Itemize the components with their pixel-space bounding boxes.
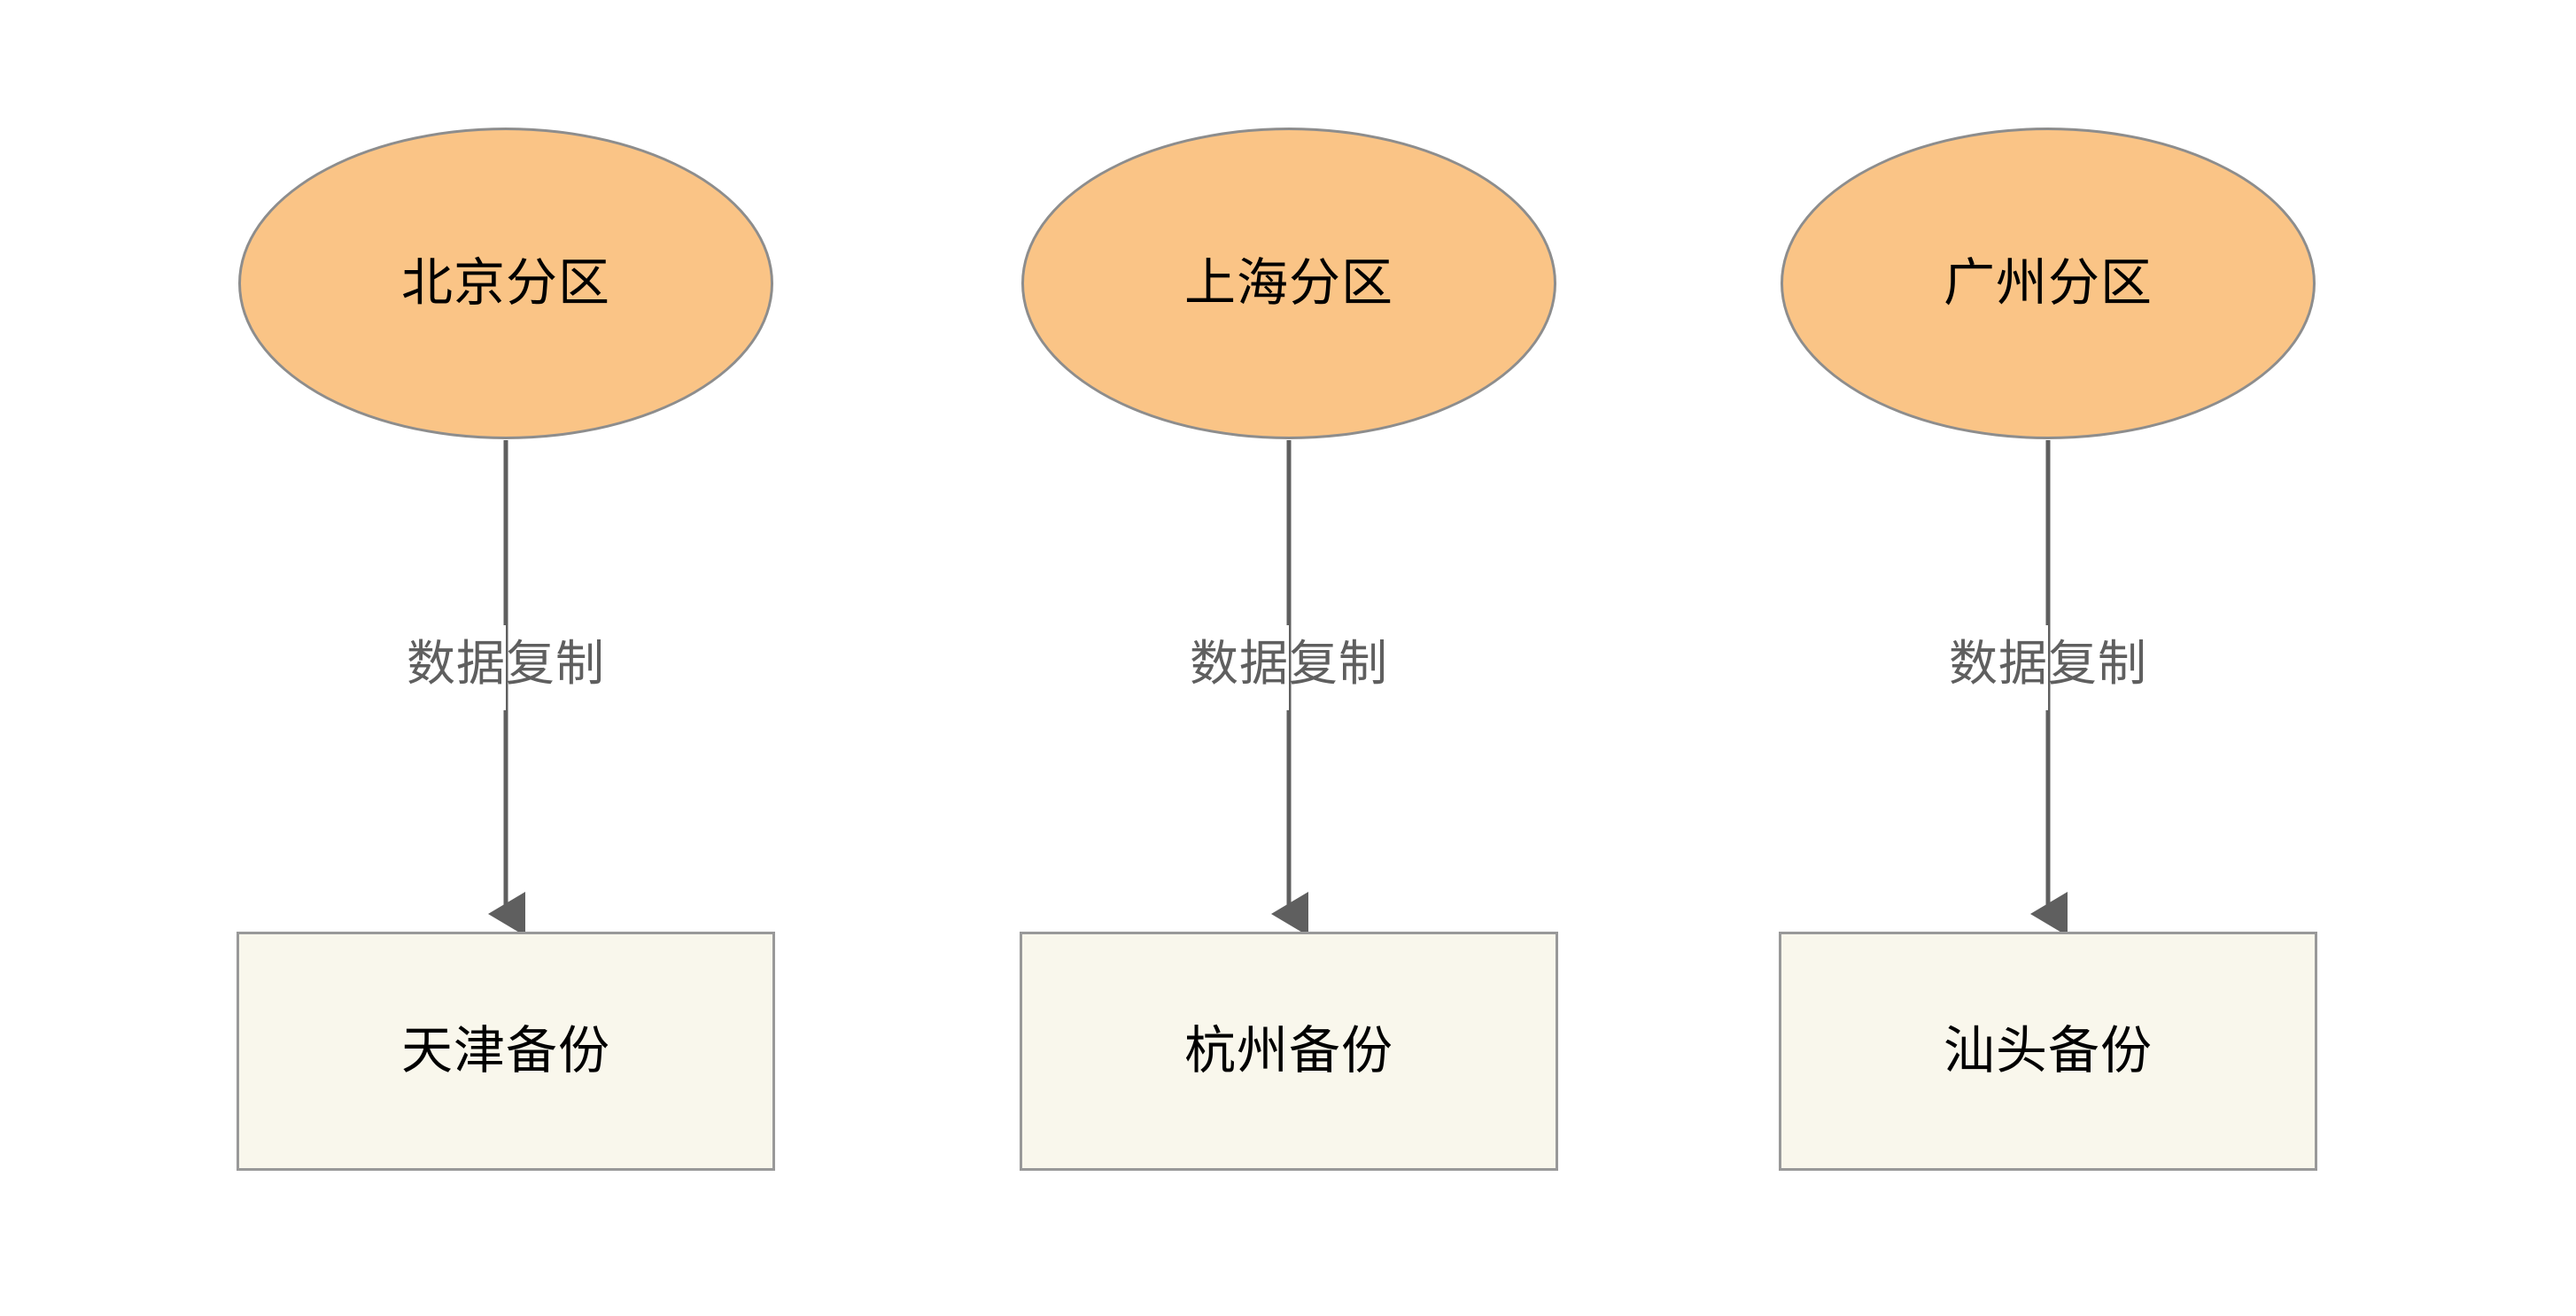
- edge-label-backdrop-left: [299, 625, 506, 710]
- node-source-guangzhou[interactable]: 广州分区: [1781, 128, 2316, 439]
- node-label-shanghai: 上海分区: [1183, 254, 1393, 312]
- edge-label-beijing-tianjin: 数据复制: [406, 636, 606, 691]
- edge-label-backdrop-right: [2051, 625, 2257, 710]
- edge-label-shanghai-hangzhou: 数据复制: [1189, 636, 1389, 691]
- edge-label-backdrop-right: [1292, 625, 1498, 710]
- node-target-hangzhou[interactable]: 杭州备份: [1020, 932, 1558, 1171]
- flow-column-beijing: 北京分区 数据复制 天津备份: [196, 0, 816, 1316]
- node-label-shantou: 汕头备份: [1943, 1022, 2153, 1080]
- node-label-beijing: 北京分区: [400, 254, 610, 312]
- flow-column-shanghai: 上海分区 数据复制 杭州备份: [979, 0, 1599, 1316]
- node-source-shanghai[interactable]: 上海分区: [1021, 128, 1556, 439]
- node-target-tianjin[interactable]: 天津备份: [237, 932, 775, 1171]
- edge-label-guangzhou-shantou: 数据复制: [1948, 636, 2148, 691]
- node-source-beijing[interactable]: 北京分区: [238, 128, 773, 439]
- node-label-hangzhou: 杭州备份: [1183, 1022, 1393, 1080]
- node-label-guangzhou: 广州分区: [1943, 254, 2153, 312]
- flow-column-guangzhou: 广州分区 数据复制 汕头备份: [1738, 0, 2358, 1316]
- edge-label-backdrop-left: [1082, 625, 1289, 710]
- edge-label-backdrop-left: [1842, 625, 2048, 710]
- edge-label-backdrop-right: [508, 625, 715, 710]
- node-target-shantou[interactable]: 汕头备份: [1779, 932, 2317, 1171]
- node-label-tianjin: 天津备份: [400, 1022, 610, 1080]
